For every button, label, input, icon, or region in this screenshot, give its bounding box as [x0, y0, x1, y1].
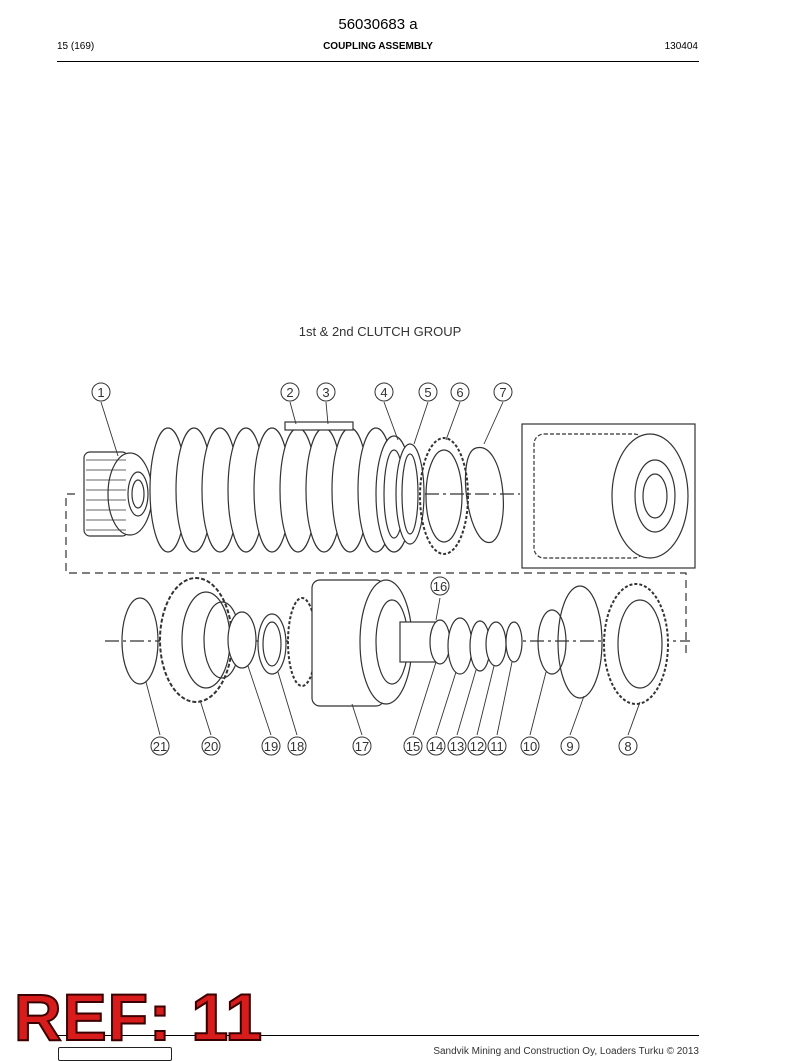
part-17-drum — [287, 579, 441, 707]
callout-8: 8 — [624, 739, 631, 754]
callout-1: 1 — [97, 385, 104, 400]
exploded-parts-diagram: 1 2 3 4 5 6 7 8 9 10 11 12 13 14 15 16 1… — [65, 382, 696, 756]
callout-6: 6 — [456, 385, 463, 400]
callout-12: 12 — [470, 739, 484, 754]
callout-2: 2 — [286, 385, 293, 400]
callout-9: 9 — [566, 739, 573, 754]
section-title: COUPLING ASSEMBLY — [323, 41, 433, 52]
part-8-piston — [603, 583, 669, 705]
callout-19: 19 — [264, 739, 278, 754]
part-5-disc-ring — [395, 443, 425, 545]
callout-13: 13 — [450, 739, 464, 754]
part-20-gear — [159, 577, 241, 703]
ref-stamp: REF: 11 — [13, 980, 264, 1054]
part-1-hub — [83, 451, 153, 537]
callout-3: 3 — [322, 385, 329, 400]
footer-rule — [57, 1035, 699, 1036]
callout-4: 4 — [380, 385, 387, 400]
part-14-13-12-11-rings — [447, 617, 523, 675]
part-18-ring — [257, 613, 287, 675]
leader-lines — [100, 401, 641, 736]
header-rule — [57, 61, 699, 62]
callout-circles — [91, 382, 638, 756]
part-2-4-clutch-discs — [149, 421, 413, 553]
page-indicator: 15 (169) — [57, 41, 95, 52]
inset-drum-view — [521, 423, 696, 569]
part-6-toothed-plate — [419, 437, 469, 555]
callout-10: 10 — [523, 739, 537, 754]
part-10-o-ring — [537, 609, 567, 675]
date-code: 130404 — [664, 41, 698, 52]
callout-5: 5 — [424, 385, 431, 400]
callout-14: 14 — [429, 739, 443, 754]
document-number: 56030683 a — [338, 16, 418, 33]
callout-21: 21 — [153, 739, 167, 754]
callout-17: 17 — [355, 739, 369, 754]
callout-16: 16 — [433, 579, 447, 594]
part-19-bearing — [227, 611, 257, 669]
assembly-path-line — [65, 493, 687, 658]
diagram-title: 1st & 2nd CLUTCH GROUP — [298, 324, 462, 339]
callout-11: 11 — [490, 739, 504, 754]
part-7-snap-ring — [464, 447, 504, 543]
callout-18: 18 — [290, 739, 304, 754]
footer-copyright: Sandvik Mining and Construction Oy, Load… — [433, 1046, 699, 1057]
callout-15: 15 — [406, 739, 420, 754]
callout-20: 20 — [204, 739, 218, 754]
callout-7: 7 — [499, 385, 506, 400]
part-21-snap-ring — [121, 597, 159, 685]
part-9-snap-ring — [557, 585, 603, 699]
part-15-16-bearing-sleeve — [429, 619, 451, 665]
